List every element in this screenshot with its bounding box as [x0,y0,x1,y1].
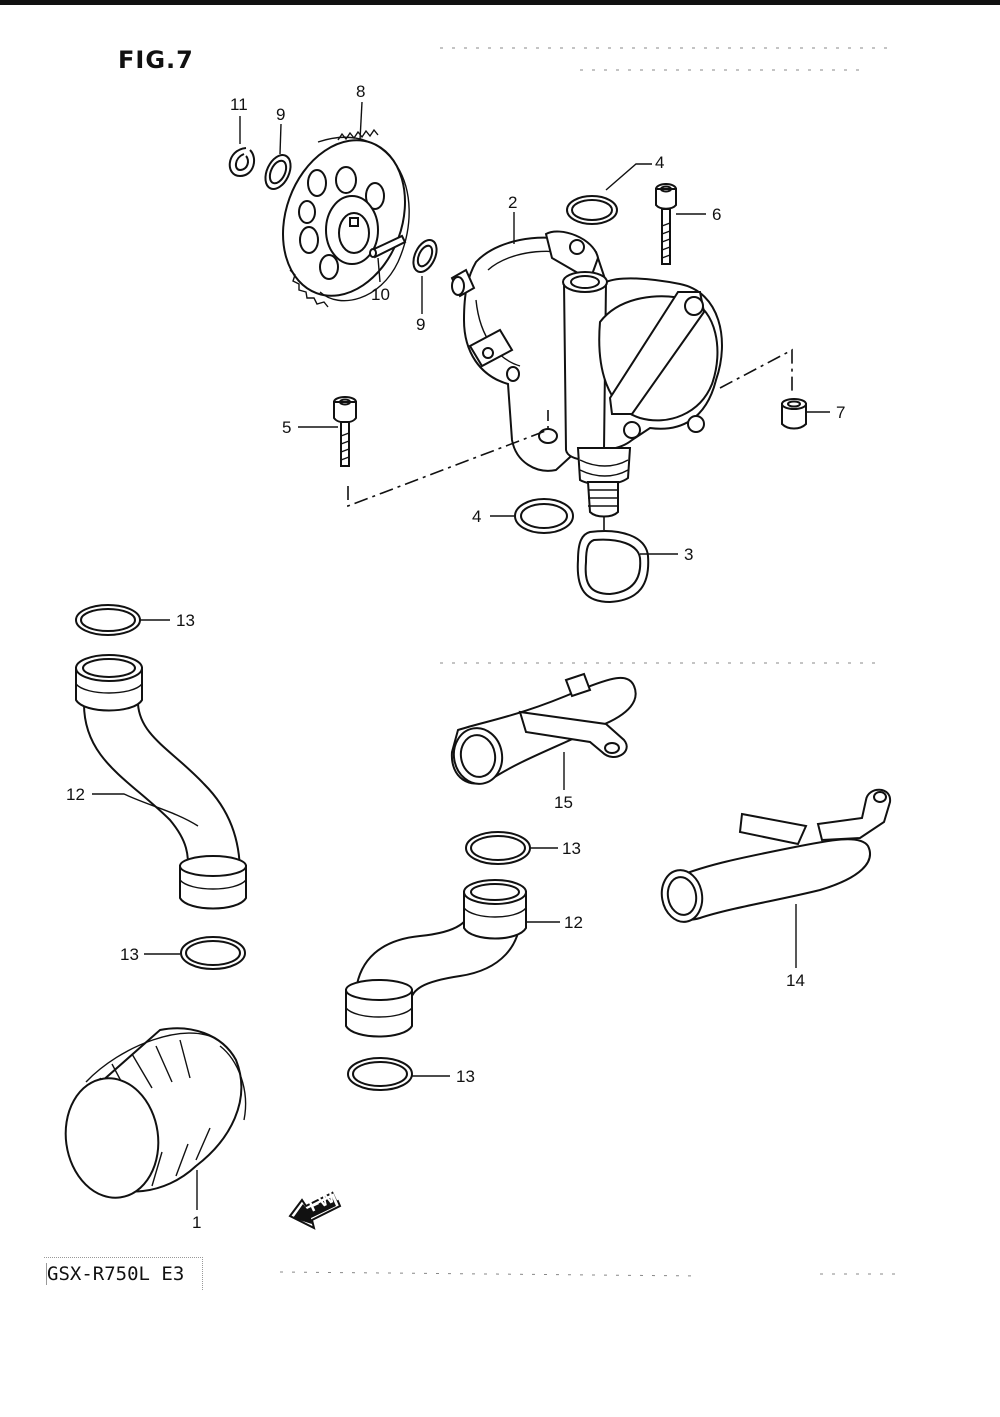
o-ring-part-13-d [180,936,246,970]
callout-2: 2 [508,193,517,212]
top-border-rule [0,0,1000,5]
oil-filter-part-1 [64,1027,247,1199]
callout-4-lower: 4 [472,507,481,526]
oil-hose-part-12-left [75,654,247,910]
callout-9-lower: 9 [416,315,425,334]
callout-3: 3 [684,545,693,564]
callout-5: 5 [282,418,291,437]
callout-11: 11 [230,95,248,114]
circlip-part-11 [228,147,256,178]
callout-7: 7 [836,403,845,422]
callout-6: 6 [712,205,721,224]
callout-8: 8 [356,82,365,101]
pin-part-10 [369,234,407,259]
callout-12-left: 12 [66,785,85,804]
o-ring-part-4-lower [514,498,574,534]
callout-13-b: 13 [562,839,581,858]
callout-numbers: 11 9 8 10 9 4 6 2 7 5 4 3 13 12 15 13 12… [66,82,845,1232]
model-code-label: GSX-R750L E3 [46,1263,185,1285]
oil-hose-part-12-middle [345,879,527,1038]
callout-15: 15 [554,793,573,812]
oil-pipe-part-14 [660,788,892,923]
callout-1: 1 [192,1213,201,1232]
o-ring-part-13-c [347,1057,413,1091]
callout-13-c: 13 [456,1067,475,1086]
gasket-part-3 [576,530,650,604]
figure-title: FIG.7 [118,46,194,74]
assembly-line-dowel-7 [719,348,793,392]
callout-13-a: 13 [176,611,195,630]
bolt-part-5 [333,396,357,467]
washer-part-9-lower [412,239,438,273]
o-ring-part-13-a [75,604,141,636]
callout-14: 14 [786,971,805,990]
oil-pump-body-part-2 [450,230,723,518]
leader-lines [92,101,830,1210]
assembly-line-bolt-5 [347,410,549,508]
oil-pipe-part-15 [450,672,637,785]
callout-10: 10 [371,285,390,304]
bolt-part-6 [655,183,677,265]
scan-noise [279,47,900,1277]
o-ring-part-4-upper [566,195,618,225]
callout-9-upper: 9 [276,105,285,124]
oil-pump-gear-part-8 [282,128,410,308]
callout-13-d: 13 [120,945,139,964]
o-ring-part-13-b [465,831,531,865]
washer-part-9-upper [264,154,292,190]
dowel-part-7 [781,398,807,430]
callout-12-middle: 12 [564,913,583,932]
model-code-frame [44,1257,203,1290]
forward-direction-arrow-icon: FWD [288,1182,349,1230]
callout-4-upper: 4 [655,153,664,172]
